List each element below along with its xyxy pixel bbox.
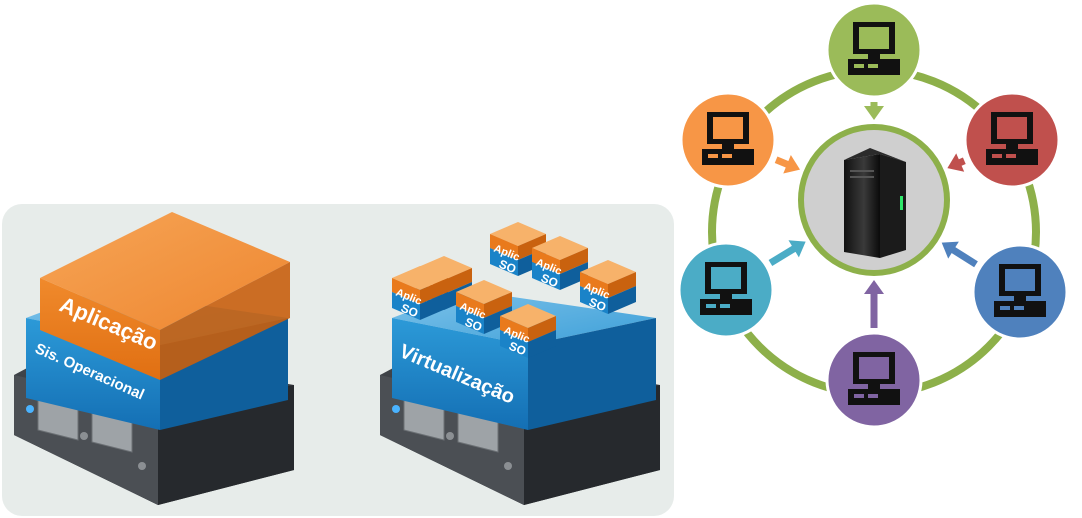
vm-os-label: SO (539, 271, 560, 290)
computer-icon (848, 352, 900, 405)
arrow-bottom-right (941, 241, 978, 268)
computer-icon (702, 112, 754, 165)
clients-group (677, 1, 1069, 429)
server-tower-icon (844, 148, 906, 258)
client-top-right (963, 91, 1061, 189)
vm-os-label: SO (587, 295, 608, 314)
application-layer (40, 278, 160, 380)
arrow-top-right (947, 153, 966, 172)
vm-os-label: SO (399, 301, 420, 320)
network-diagram (677, 1, 1069, 429)
virtualization-layer (392, 318, 528, 430)
computer-icon (700, 262, 752, 315)
computer-icon (848, 22, 900, 75)
client-bottom (825, 331, 923, 429)
vm-os-label: SO (507, 339, 528, 358)
client-bottom-left (677, 241, 775, 339)
arrows-group (768, 102, 978, 328)
client-bottom-right (971, 243, 1069, 341)
computer-icon (994, 264, 1046, 317)
arrow-top (864, 102, 884, 120)
vm-os-label: SO (463, 315, 484, 334)
computer-icon (986, 112, 1038, 165)
client-top-left (679, 91, 777, 189)
vm-os-label: SO (497, 257, 518, 276)
traditional-stack: Aplicação Sis. Operacional (14, 212, 294, 505)
arrow-bottom-left (768, 240, 806, 266)
client-top (825, 1, 923, 99)
arrow-top-left (774, 155, 801, 174)
arrow-bottom (864, 280, 884, 328)
